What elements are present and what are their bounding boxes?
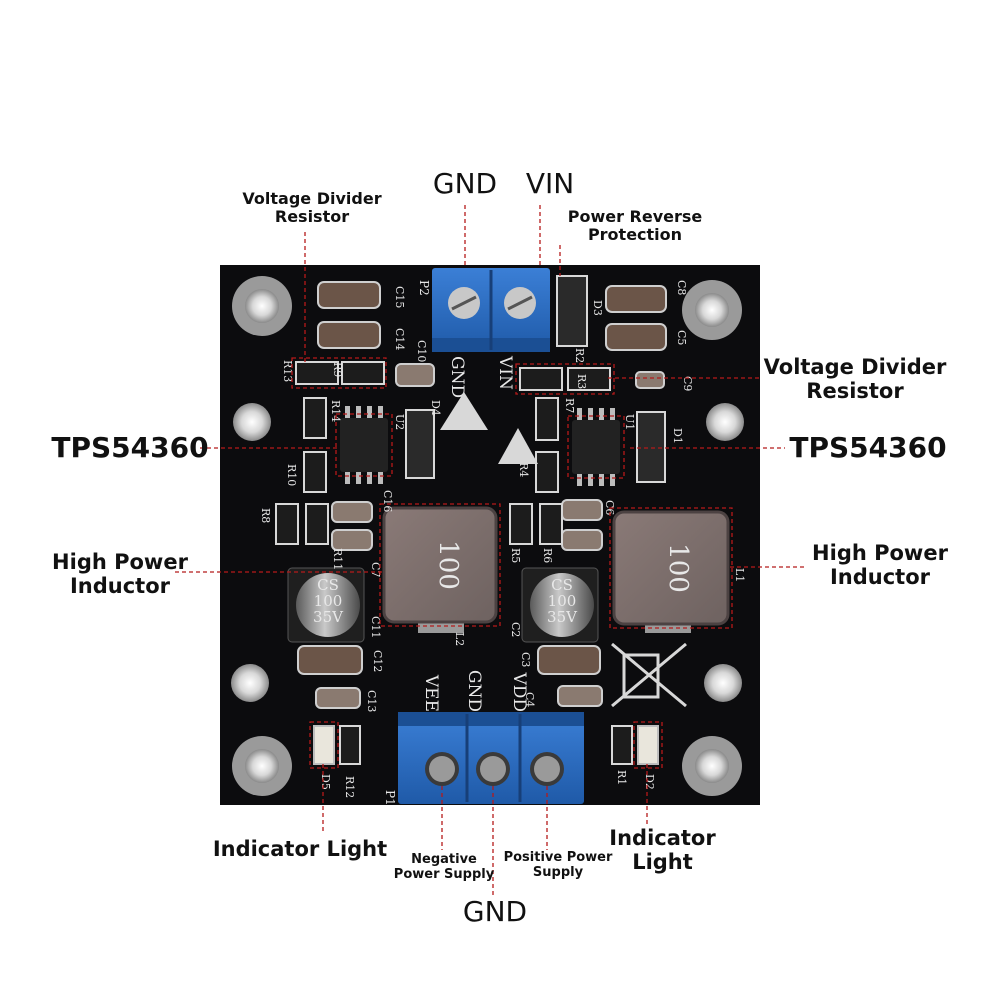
silk-ref-r12: R12 — [343, 776, 356, 798]
svg-text:P2: P2 — [417, 280, 431, 296]
svg-text:GND: GND — [447, 356, 467, 398]
smd-resistors — [275, 361, 633, 765]
ic-u1 — [572, 408, 620, 486]
label-high-power-inductor-left: High Power Inductor — [52, 550, 188, 599]
svg-text:P1: P1 — [383, 790, 397, 806]
label-voltage-divider-right: Voltage Divider Resistor — [763, 355, 947, 404]
label-voltage-divider-left: Voltage Divider Resistor — [242, 189, 382, 227]
silk-ref-r2: R2 — [573, 348, 586, 363]
leds — [313, 725, 659, 765]
label-vin-top: VIN — [525, 167, 575, 200]
silk-ref-u1: U1 — [623, 414, 636, 430]
silk-ref-r10: R10 — [285, 464, 298, 486]
silk-ref-r1: R1 — [615, 770, 628, 785]
silk-ref-c16: C16 — [381, 490, 394, 512]
ic-u2 — [340, 406, 388, 484]
label-tps54360-left: TPS54360 — [51, 431, 209, 464]
silk-ref-c5: C5 — [675, 330, 688, 345]
silk-ref-d3: D3 — [591, 300, 604, 316]
smd-capacitors — [297, 281, 667, 709]
silk-ref-c14: C14 — [393, 328, 406, 350]
svg-text:VEE: VEE — [421, 674, 441, 712]
silk-ref-c3: C3 — [519, 652, 532, 667]
weee-bin-icon — [611, 642, 687, 708]
silk-ref-c13: C13 — [365, 690, 378, 712]
silk-ref-r5: R5 — [509, 548, 522, 563]
silk-ref-d2: D2 — [643, 774, 656, 790]
silk-ref-d4: D4 — [429, 400, 442, 416]
silk-ref-r6: R6 — [541, 548, 554, 563]
label-gnd-top: GND — [432, 167, 498, 200]
silk-ref-r11: R11 — [331, 548, 344, 570]
silk-ref-r7: R7 — [563, 398, 576, 413]
inductor-l1-marking: 100 — [663, 543, 693, 593]
svg-text:VDD: VDD — [509, 671, 529, 712]
silk-ref-c10: C10 — [415, 340, 428, 362]
inductor-l1: 100 — [612, 510, 730, 633]
silk-ref-c9: C9 — [681, 376, 694, 391]
diodes — [405, 275, 666, 483]
silk-ref-r8: R8 — [259, 508, 272, 523]
silk-ref-c11: C11 — [369, 616, 382, 638]
silk-ref-d5: D5 — [319, 774, 332, 790]
silk-ref-l2: L2 — [453, 632, 466, 646]
silk-ref-r14: R14 — [329, 400, 342, 422]
label-positive-power-supply: Positive Power Supply — [503, 850, 613, 880]
silk-ref-u2: U2 — [393, 414, 406, 430]
silkscreen-text: VEE GND VDD GND VIN P1 P2 — [383, 280, 529, 806]
silk-ref-l1: L1 — [733, 568, 746, 582]
label-indicator-light-right: Indicator Light — [609, 826, 716, 875]
silk-ref-c2: C2 — [509, 622, 522, 637]
label-gnd-bottom: GND — [462, 895, 528, 928]
label-negative-power-supply: Negative Power Supply — [393, 852, 495, 882]
silk-ref-c8: C8 — [675, 280, 688, 295]
terminal-p2 — [432, 268, 550, 352]
label-high-power-inductor-right: High Power Inductor — [812, 541, 948, 590]
silk-ref-c15: C15 — [393, 286, 406, 308]
silk-ref-c4: C4 — [523, 692, 536, 707]
silk-ref-d1: D1 — [671, 428, 684, 444]
leader-lines — [175, 205, 805, 895]
terminal-p1 — [398, 712, 584, 804]
silk-ref-r9: R9 — [331, 362, 344, 377]
mounting-holes — [231, 276, 744, 796]
silk-ref-r3: R3 — [575, 374, 588, 389]
inductor-l2-marking: 100 — [433, 540, 463, 590]
silk-ref-r13: R13 — [281, 360, 294, 382]
esd-warning-icon — [440, 392, 538, 464]
silk-ref-r4: R4 — [517, 462, 530, 477]
svg-text:VIN: VIN — [495, 355, 515, 390]
label-power-reverse-protection: Power Reverse Protection — [567, 207, 703, 245]
label-tps54360-right: TPS54360 — [789, 431, 947, 464]
label-indicator-light-left: Indicator Light — [212, 837, 388, 861]
svg-text:GND: GND — [464, 670, 484, 712]
inductor-l2: 100 — [382, 506, 498, 633]
silk-ref-c7: C7 — [369, 562, 382, 577]
silk-ref-c12: C12 — [371, 650, 384, 672]
